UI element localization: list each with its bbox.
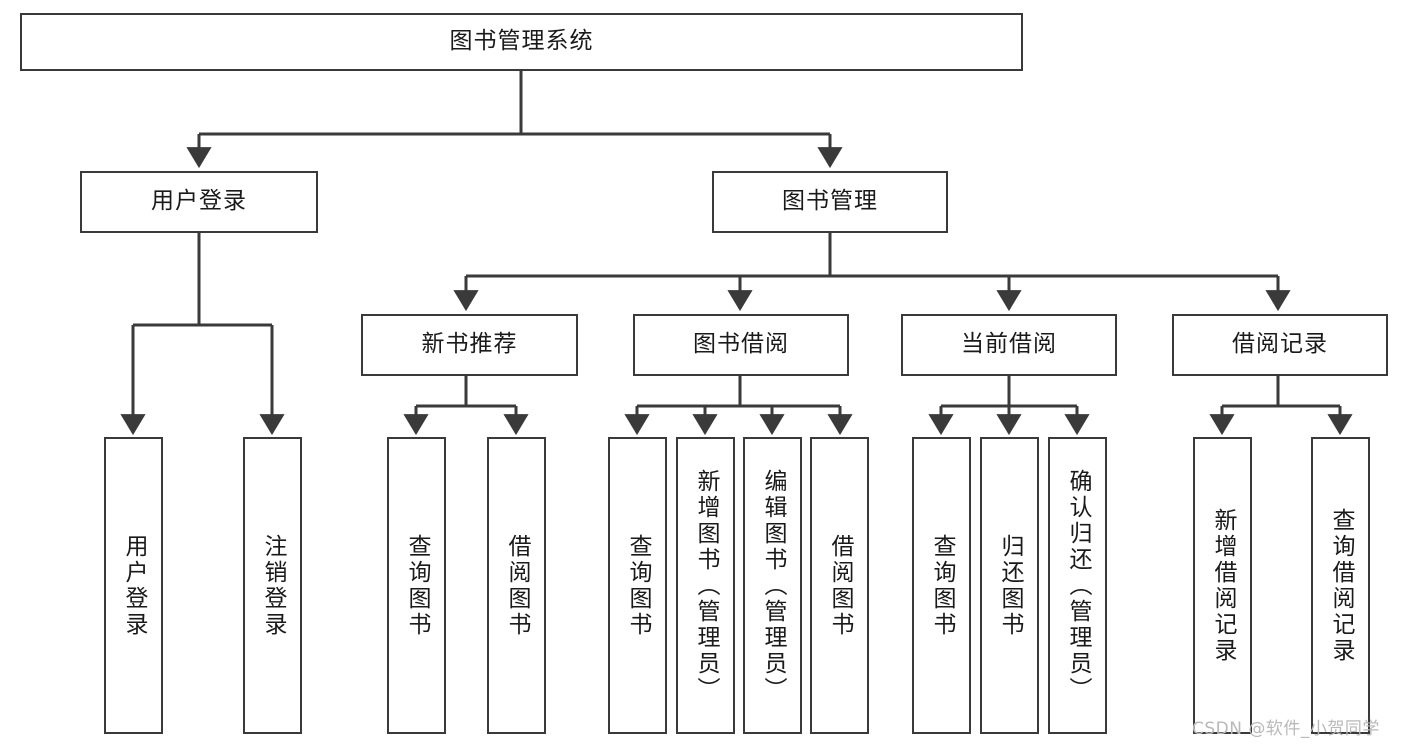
node-leaf-borrow-book-2-label: 借阅图书 [827,533,853,638]
node-leaf-add-record-label: 新增借阅记录 [1210,507,1236,664]
node-leaf-user-login[interactable]: 用户登录 [104,437,163,734]
node-leaf-user-login-label: 用户登录 [121,533,147,638]
node-leaf-return-book-label: 归还图书 [997,533,1023,638]
node-root-label: 图书管理系统 [449,28,594,55]
node-new-book-recommend[interactable]: 新书推荐 [361,314,578,376]
node-user-login[interactable]: 用户登录 [80,171,318,233]
node-leaf-query-book-3-label: 查询图书 [929,533,955,638]
node-leaf-query-book-1[interactable]: 查询图书 [387,437,446,734]
node-borrow-record-label: 借阅记录 [1232,331,1328,358]
node-leaf-logout[interactable]: 注销登录 [243,437,302,734]
node-user-login-label: 用户登录 [151,188,247,215]
node-leaf-edit-book[interactable]: 编辑图书（管理员） [743,437,802,734]
node-current-borrow-label: 当前借阅 [961,331,1057,358]
node-leaf-query-record-label: 查询借阅记录 [1328,507,1354,664]
node-leaf-add-book[interactable]: 新增图书（管理员） [676,437,735,734]
node-leaf-add-book-label: 新增图书（管理员） [693,468,719,703]
node-leaf-logout-label: 注销登录 [260,533,286,638]
node-book-management[interactable]: 图书管理 [712,171,948,233]
node-book-borrow-label: 图书借阅 [693,331,789,358]
node-leaf-return-book[interactable]: 归还图书 [980,437,1039,734]
node-current-borrow[interactable]: 当前借阅 [901,314,1117,376]
node-leaf-edit-book-label: 编辑图书（管理员） [760,468,786,703]
node-leaf-query-book-2-label: 查询图书 [625,533,651,638]
node-new-book-recommend-label: 新书推荐 [421,331,518,358]
node-leaf-query-book-3[interactable]: 查询图书 [912,437,971,734]
node-leaf-query-record[interactable]: 查询借阅记录 [1311,437,1370,734]
node-leaf-borrow-book-1-label: 借阅图书 [504,533,530,638]
node-leaf-confirm-return-label: 确认归还（管理员） [1065,468,1091,703]
node-borrow-record[interactable]: 借阅记录 [1172,314,1388,376]
node-leaf-borrow-book-1[interactable]: 借阅图书 [487,437,546,734]
node-leaf-query-book-1-label: 查询图书 [404,533,430,638]
node-leaf-add-record[interactable]: 新增借阅记录 [1193,437,1252,734]
node-book-borrow[interactable]: 图书借阅 [633,314,849,376]
node-book-management-label: 图书管理 [782,188,878,215]
node-root[interactable]: 图书管理系统 [20,13,1023,71]
node-leaf-borrow-book-2[interactable]: 借阅图书 [810,437,869,734]
node-leaf-query-book-2[interactable]: 查询图书 [608,437,667,734]
node-leaf-confirm-return[interactable]: 确认归还（管理员） [1048,437,1107,734]
